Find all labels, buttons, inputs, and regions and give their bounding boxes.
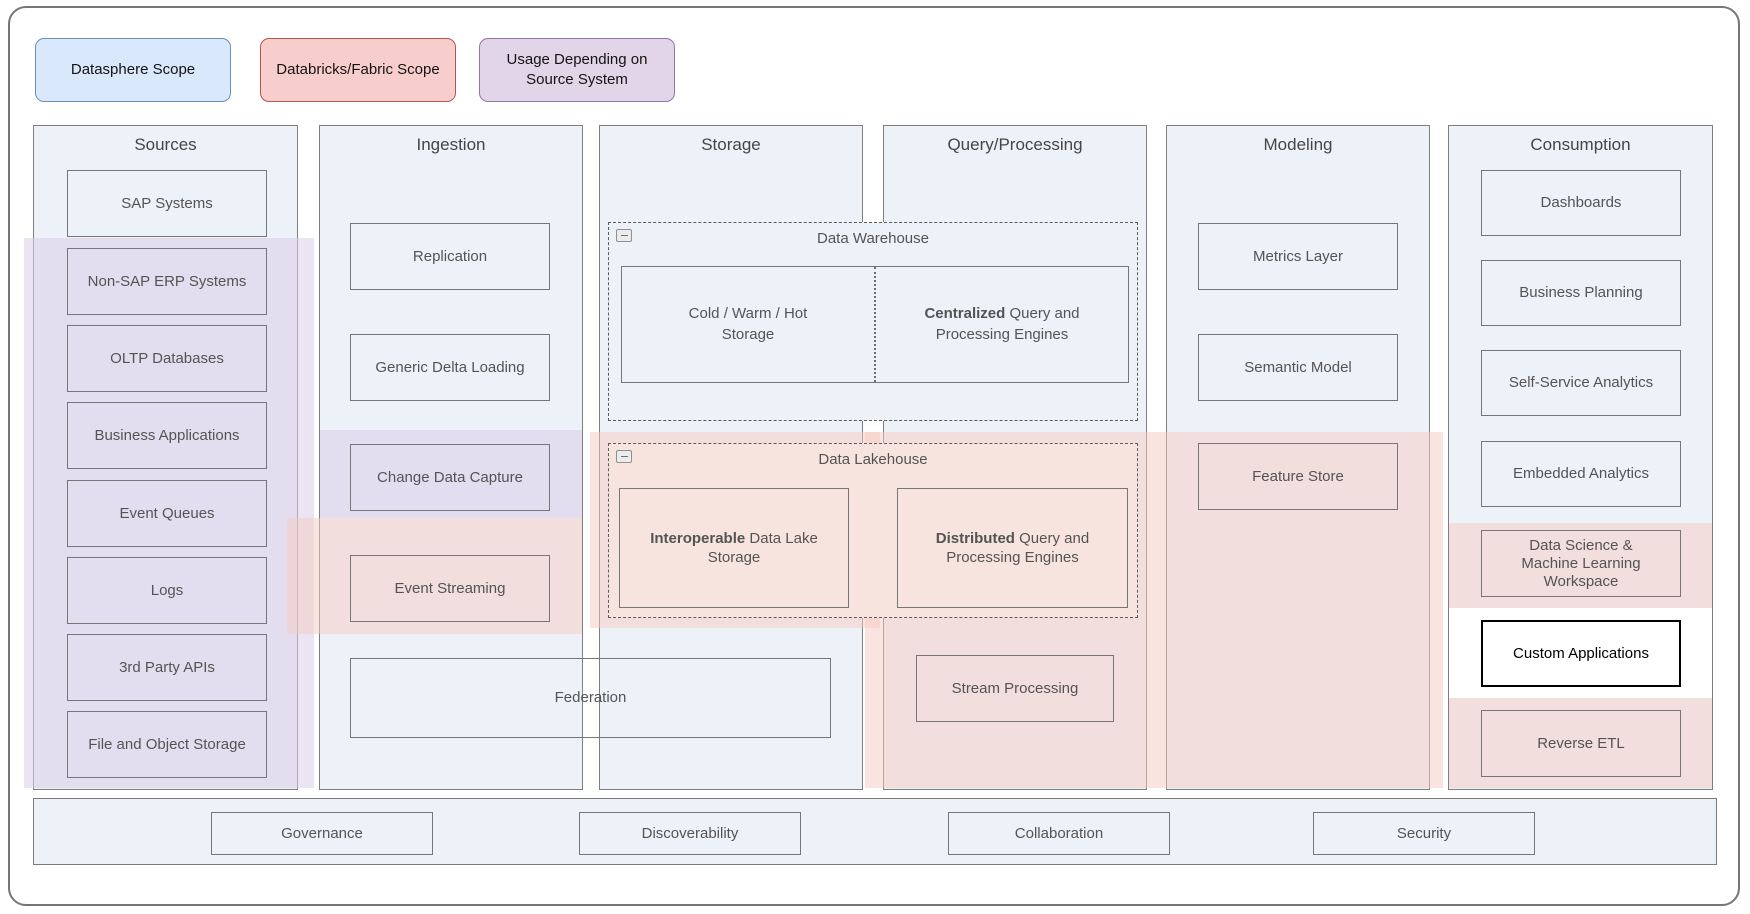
column-modeling-title: Modeling [1263,135,1333,154]
node-non-sap-erp-systems: Non-SAP ERP Systems [67,248,267,315]
node-cold-warm-hot-storage: Cold / Warm / Hot Storage [622,267,876,382]
node-reverse-etl: Reverse ETL [1481,710,1681,777]
legend-usage-depending-source-system: Usage Depending on Source System [479,38,675,102]
legend-datasphere-scope: Datasphere Scope [35,38,231,102]
node-distributed-query-processing-engines: Distributed Query and Processing Engines [897,488,1128,608]
collapse-icon[interactable] [616,450,632,463]
node-security: Security [1313,812,1535,855]
node-dashboards: Dashboards [1481,170,1681,236]
group-data-warehouse: Data Warehouse Cold / Warm / Hot Storage… [608,222,1138,421]
node-governance: Governance [211,812,433,855]
capability-bar [33,798,1717,865]
collapse-icon[interactable] [616,229,632,242]
column-storage-title: Storage [701,135,761,154]
node-oltp-databases: OLTP Databases [67,325,267,392]
node-ds-ml-workspace: Data Science & Machine Learning Workspac… [1481,530,1681,597]
node-interoperable-data-lake-storage: Interoperable Data Lake Storage [619,488,849,608]
label-rest: Data Lake Storage [707,529,818,567]
node-event-queues: Event Queues [67,480,267,547]
node-semantic-model: Semantic Model [1198,334,1398,401]
node-feature-store: Feature Store [1198,443,1398,510]
legend-databricks-fabric-scope: Databricks/Fabric Scope [260,38,456,102]
node-logs: Logs [67,557,267,624]
node-generic-delta-loading: Generic Delta Loading [350,334,550,401]
group-data-lakehouse-title: Data Lakehouse [818,451,928,468]
node-3rd-party-apis: 3rd Party APIs [67,634,267,701]
column-consumption-title: Consumption [1530,135,1631,154]
node-business-applications: Business Applications [67,402,267,469]
label-rest: Query and Processing Engines [935,305,1080,343]
node-event-streaming: Event Streaming [350,555,550,622]
node-sap-systems: SAP Systems [67,170,267,237]
node-business-planning: Business Planning [1481,260,1681,326]
label-bold: Distributed [935,529,1015,547]
node-discoverability: Discoverability [579,812,801,855]
column-ingestion-title: Ingestion [416,135,486,154]
node-change-data-capture: Change Data Capture [350,444,550,511]
node-federation: Federation [350,658,831,738]
node-custom-applications: Custom Applications [1481,620,1681,687]
label-bold: Interoperable [650,529,746,547]
node-self-service-analytics: Self-Service Analytics [1481,350,1681,416]
column-sources-title: Sources [134,135,197,154]
column-query-processing-title: Query/Processing [947,135,1083,154]
data-warehouse-cells: Cold / Warm / Hot Storage Centralized Qu… [621,266,1129,383]
node-embedded-analytics: Embedded Analytics [1481,441,1681,507]
group-data-lakehouse: Data Lakehouse Interoperable Data Lake S… [608,443,1138,618]
node-metrics-layer: Metrics Layer [1198,223,1398,290]
node-collaboration: Collaboration [948,812,1170,855]
node-replication: Replication [350,223,550,290]
group-data-warehouse-title: Data Warehouse [816,230,929,247]
node-stream-processing: Stream Processing [916,655,1114,722]
node-centralized-query-processing-engines: Centralized Query and Processing Engines [876,267,1128,382]
node-file-and-object-storage: File and Object Storage [67,711,267,778]
label-bold: Centralized [924,305,1006,323]
label-rest: Query and Processing Engines [946,529,1090,567]
